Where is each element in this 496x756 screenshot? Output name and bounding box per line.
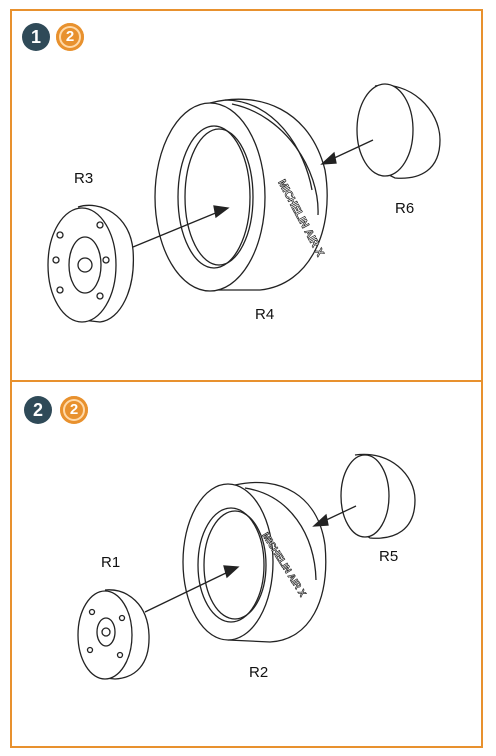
part-label-r3: R3 — [74, 170, 94, 187]
step-1-reference-badge: 2 — [56, 23, 84, 51]
step-2-badge: 2 — [24, 396, 52, 424]
arrow-r1-to-r2 — [144, 565, 240, 613]
step-2-reference-badge: 2 — [60, 396, 88, 424]
tire-r2 — [182, 481, 327, 643]
arrow-r3-to-r4 — [132, 205, 230, 248]
arrow-r5-to-r2 — [312, 505, 357, 527]
hub-r3 — [47, 204, 134, 323]
part-label-r4: R4 — [255, 306, 275, 323]
step-1-badge: 1 — [22, 23, 50, 51]
cap-r5 — [340, 453, 416, 539]
part-label-r5: R5 — [379, 548, 399, 565]
arrow-r6-to-r4 — [320, 139, 374, 165]
part-label-r2: R2 — [249, 664, 269, 681]
cap-r6 — [356, 83, 441, 179]
hub-r1 — [77, 589, 150, 680]
part-label-r1: R1 — [101, 554, 121, 571]
tire-r4 — [154, 98, 328, 292]
part-label-r6: R6 — [395, 200, 415, 217]
